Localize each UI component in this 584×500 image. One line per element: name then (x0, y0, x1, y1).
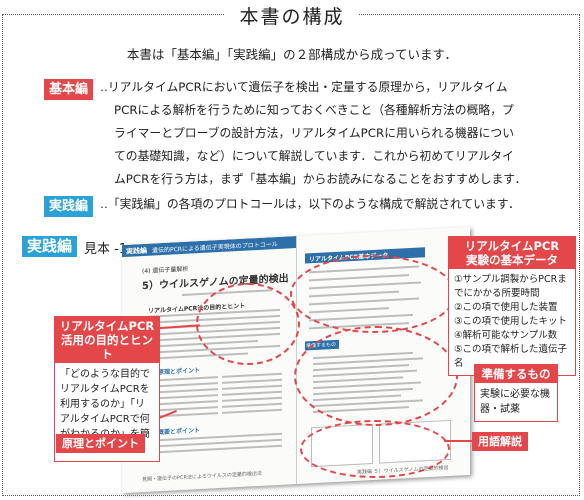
text-line (158, 406, 218, 412)
highlight-oval-purpose (196, 283, 300, 365)
callout-materials: 準備するもの 実験に必要な機器・試薬 (474, 364, 558, 422)
text-line (158, 394, 218, 400)
callout-basic-data: リアルタイムPCR 実験の基本データ ①サンプル調製からPCRまでにかかる所要時… (448, 236, 576, 376)
text-line (158, 388, 218, 394)
basic-data-item: ①サンプル調製からPCRまでにかかる所要時間 (454, 274, 567, 299)
callout-basic-data-title: リアルタイムPCR 実験の基本データ (449, 237, 575, 269)
callout-glossary: 用語解説 (472, 432, 528, 451)
kihon-badge: 基本編 (44, 79, 94, 100)
callout-connector (444, 440, 472, 442)
text-line (222, 384, 282, 390)
kihon-line: ライマーとプローブの設計方法，リアルタイムPCRに用いられる機器につい (114, 126, 514, 140)
callout-principle: 原理とポイント (56, 434, 145, 453)
text-line (222, 408, 282, 414)
callout-materials-title: 準備するもの (475, 365, 557, 383)
kihon-line: ムPCRを行う方は，まず「基本編」からお読みになることをおすすめします． (114, 172, 527, 186)
callout-materials-body: 実験に必要な機器・試薬 (480, 389, 550, 415)
left-page-tag: 実践編 (126, 246, 147, 256)
text-line (222, 372, 282, 378)
kihon-line: PCRによる解析を行うために知っておくべきこと（各種解析方法の概略，プ (114, 103, 514, 117)
basic-data-item: ②この項で使用した装置 (454, 302, 558, 313)
kihon-line: ‥リアルタイムPCRにおいて遺伝子を検出・定量する原理から，リアルタイム (100, 80, 508, 94)
jissen-description: ‥「実践編」の各項のプロトコールは，以下のような構成で解説されています． (100, 197, 520, 211)
basic-data-item: ④解析可能なサンプル数 (454, 330, 558, 341)
highlight-oval-glossary (300, 420, 450, 478)
left-page-basis-heading: 概要とポイント (158, 427, 201, 437)
callout-basic-data-list: ①サンプル調製からPCRまでにかかる所要時間 ②この項で使用した装置 ③この項で… (449, 269, 575, 375)
text-line (158, 376, 218, 382)
sample-badge: 実践編 (22, 236, 78, 257)
text-line (222, 396, 282, 402)
left-page-small-label: (4) 遺伝子量解析 (142, 265, 189, 276)
callout-purpose: リアルタイムPCR 活用の目的とヒント 「どのような目的でリアルタイムPCRを利… (54, 316, 160, 462)
text-line (158, 382, 218, 388)
text-line (158, 400, 218, 406)
page-title: 本書の構成 (0, 2, 584, 29)
highlight-oval-materials (294, 326, 458, 426)
left-page-footer: 見開・遺伝子のPCR法によるウイルスの定量的検出法 (142, 470, 262, 484)
sample-label: 見本 -1 (84, 242, 128, 257)
text-line (222, 390, 282, 396)
intro-text: 本書は「基本編」「実践編」の２部構成から成っています． (126, 47, 458, 62)
jissen-badge: 実践編 (44, 196, 94, 217)
text-line (222, 378, 282, 384)
left-page-principle-heading: 原理とポイント (158, 367, 201, 377)
text-line (222, 402, 282, 408)
callout-purpose-title: リアルタイムPCR 活用の目的とヒント (55, 317, 159, 363)
basic-data-item: ⑤この項で解析した遺伝子名 (454, 344, 568, 369)
kihon-description: ‥リアルタイムPCRにおいて遺伝子を検出・定量する原理から，リアルタイム PCR… (100, 76, 526, 191)
basic-data-item: ③この項で使用したキット (454, 316, 568, 327)
highlight-oval-basic-data (290, 255, 456, 333)
kihon-line: ての基礎知識，など）について解説しています．これから初めてリアルタイ (114, 149, 514, 163)
